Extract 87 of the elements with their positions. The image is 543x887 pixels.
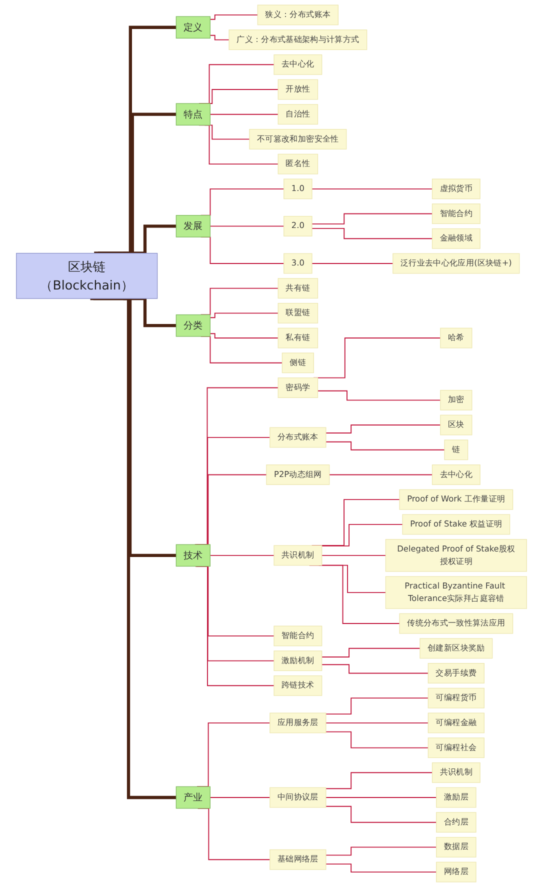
connector xyxy=(321,524,404,546)
node-box: 广义：分布式基础架构与计算方式 xyxy=(228,30,368,50)
node-box: 分类 xyxy=(176,314,210,337)
node-box: 区块 xyxy=(440,414,472,436)
connector xyxy=(325,731,429,748)
node-box: 应用服务层 xyxy=(270,712,326,734)
connector xyxy=(328,474,433,476)
node-box: 技术 xyxy=(176,544,210,567)
connector xyxy=(325,846,437,856)
node-box: 智能合约 xyxy=(274,626,322,646)
node-box: Proof of Work 工作量证明 xyxy=(399,489,514,510)
node-box: 数据层 xyxy=(436,836,476,858)
node-box: 特点 xyxy=(176,103,210,126)
connector xyxy=(312,188,433,190)
node-box: 链 xyxy=(444,440,468,460)
connector xyxy=(321,664,429,674)
node-box: 定义 xyxy=(176,16,210,39)
connector xyxy=(98,112,176,255)
node-box: 激励机制 xyxy=(274,650,322,672)
node-box: 共识机制 xyxy=(274,545,322,566)
node-box: 去中心化 xyxy=(274,54,322,75)
node-box: 激励层 xyxy=(436,787,476,808)
connector xyxy=(312,228,433,240)
node-box: Practical Byzantine Fault Tolerance实际拜占庭容错 xyxy=(385,576,527,609)
connector xyxy=(210,312,279,318)
connector xyxy=(325,698,429,715)
node-box: 网络层 xyxy=(436,862,476,882)
node-box: 金融领域 xyxy=(432,228,480,249)
node-box: 哈希 xyxy=(440,328,472,348)
node-box: 狭义：分布式账本 xyxy=(257,4,338,26)
node-box: 交易手续费 xyxy=(428,663,484,684)
node-box: Proof of Stake 权益证明 xyxy=(402,514,510,535)
connector xyxy=(325,806,437,823)
node-box: 不可篡改和加密安全性 xyxy=(249,128,347,150)
node-box: 分布式账本 xyxy=(270,427,326,448)
connector xyxy=(94,26,176,255)
node-box: P2P动态组网 xyxy=(266,464,330,485)
connector xyxy=(210,226,284,227)
connector xyxy=(325,722,429,724)
node-box: 匿名性 xyxy=(278,154,318,174)
node-box: 去中心化 xyxy=(432,464,480,485)
node-box: 基础网络层 xyxy=(270,849,326,870)
node-box: 1.0 xyxy=(284,178,312,200)
connector xyxy=(321,554,386,556)
node-box: 泛行业去中心化应用(区块链+) xyxy=(392,253,520,274)
connector xyxy=(321,648,420,658)
node-box: Delegated Proof of Stake股权授权证明 xyxy=(385,539,527,572)
node-box: 加密 xyxy=(440,390,472,410)
node-box: 共有链 xyxy=(278,278,318,299)
connector xyxy=(325,441,445,450)
connector xyxy=(210,797,270,798)
connector xyxy=(317,390,441,401)
node-box: 开放性 xyxy=(278,79,318,100)
node-box: 产业 xyxy=(176,786,210,809)
node-box: 智能合约 xyxy=(432,204,480,224)
connector xyxy=(210,14,258,20)
connector xyxy=(123,224,176,255)
connector xyxy=(210,554,274,556)
node-box: 虚拟货币 xyxy=(432,178,480,200)
node-box: 合约层 xyxy=(436,812,476,833)
node-box: 共识机制 xyxy=(432,762,480,783)
node-box: 3.0 xyxy=(284,253,312,274)
node-box: 2.0 xyxy=(284,216,312,236)
node-box: 区块链（Blockchain） xyxy=(16,252,158,299)
node-box: 跨链技术 xyxy=(274,675,322,696)
node-box: 可编程金融 xyxy=(428,712,484,734)
connector xyxy=(312,213,433,224)
node-box: 传统分布式一致性算法应用 xyxy=(399,613,514,634)
connector xyxy=(210,34,230,40)
connector xyxy=(90,296,176,800)
node-box: 中间协议层 xyxy=(270,787,326,808)
node-box: 私有链 xyxy=(278,328,318,348)
node-box: 发展 xyxy=(176,215,210,238)
node-box: 可编程社会 xyxy=(428,738,484,758)
node-box: 自治性 xyxy=(278,104,318,125)
connector xyxy=(325,424,441,434)
connector xyxy=(325,772,433,790)
connector xyxy=(325,797,437,798)
connector xyxy=(325,864,437,873)
connector xyxy=(210,114,279,115)
connector xyxy=(210,333,279,338)
node-box: 创建新区块奖励 xyxy=(420,638,493,659)
node-box: 侧链 xyxy=(282,352,314,374)
node-box: 可编程货币 xyxy=(428,688,484,708)
connector xyxy=(312,263,394,264)
node-box: 联盟链 xyxy=(278,302,318,324)
node-box: 密码学 xyxy=(278,378,318,398)
